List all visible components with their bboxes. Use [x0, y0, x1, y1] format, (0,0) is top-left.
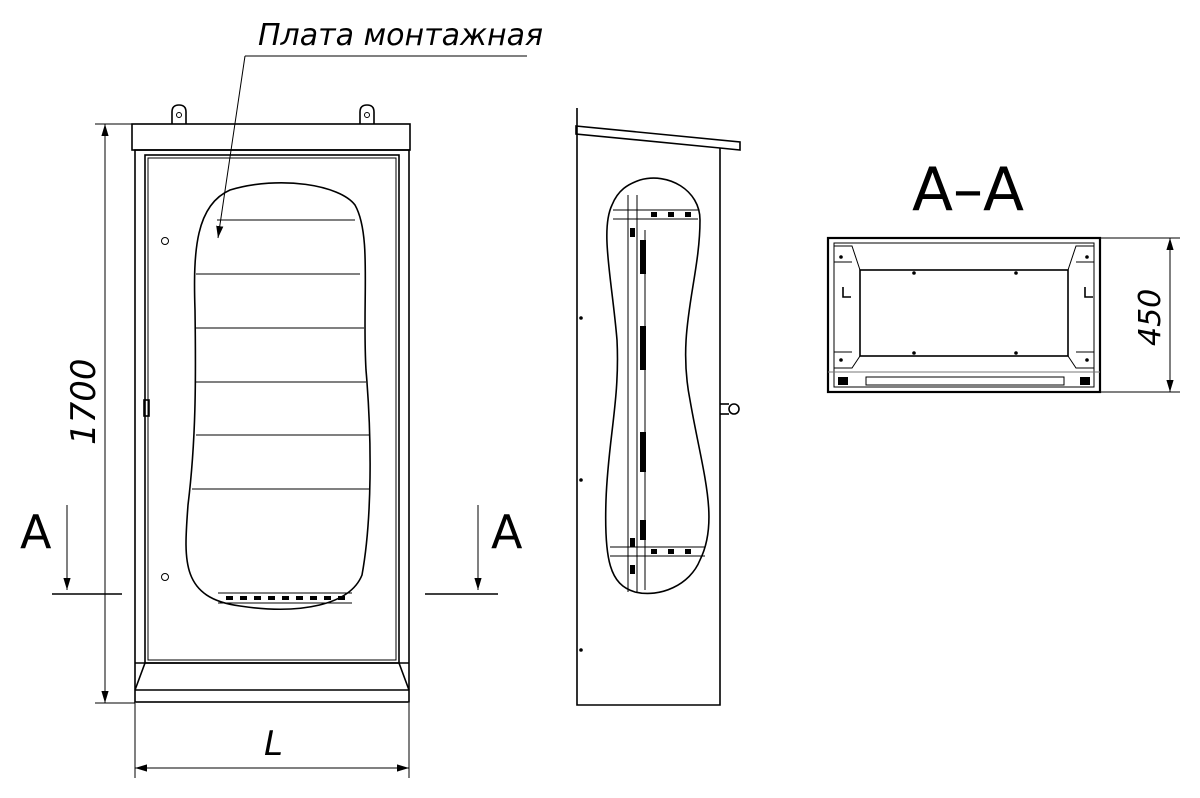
side-roof: [575, 125, 741, 151]
section-mounting-plate: [859, 269, 1069, 357]
depth-dimension: 450: [1100, 237, 1180, 393]
front-door: [144, 154, 400, 664]
section-outer: [826, 236, 1102, 394]
section-cut-left: A: [20, 505, 122, 595]
mounting-plate-rails: [192, 219, 370, 490]
side-body: [576, 108, 721, 706]
height-value: 1700: [64, 358, 104, 445]
section-title: A–A: [912, 155, 1024, 225]
side-mounting-rail: [610, 195, 705, 592]
width-dimension: L: [134, 703, 410, 778]
height-dimension: 1700: [64, 123, 135, 704]
lifting-eye-left: [171, 104, 187, 124]
width-value: L: [264, 724, 283, 764]
front-body: [134, 149, 410, 703]
side-cutaway-outline: [604, 177, 710, 595]
side-lock: [728, 403, 740, 415]
callout-label: Плата монтажная: [258, 18, 543, 53]
callout-leader: Плата монтажная: [216, 18, 543, 239]
perforated-strip: [218, 592, 352, 604]
front-plinth: [134, 662, 410, 691]
front-roof: [131, 123, 411, 151]
front-view: [131, 104, 411, 703]
front-cutaway-outline: [185, 181, 371, 610]
section-cut-right: A: [425, 505, 523, 595]
section-marker-right: A: [491, 505, 523, 559]
side-view: [575, 108, 741, 706]
section-door-strip: [865, 376, 1065, 386]
lifting-eye-right: [359, 104, 375, 124]
section-marker-left: A: [20, 505, 52, 559]
door-handle: [143, 399, 150, 417]
depth-value: 450: [1133, 289, 1168, 346]
section-view: A–A: [826, 155, 1102, 394]
